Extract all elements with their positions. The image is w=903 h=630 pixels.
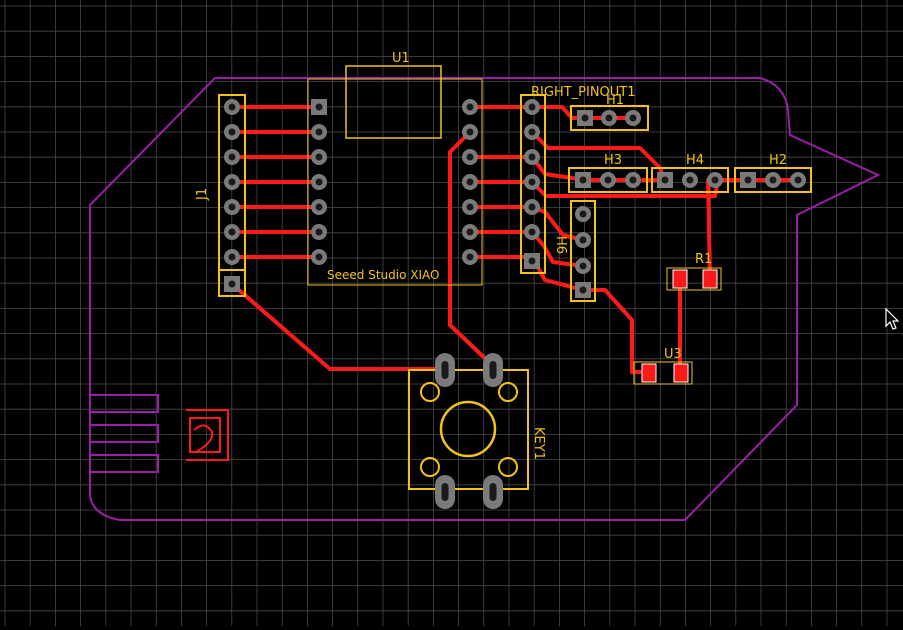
label-key1: KEY1 [531,427,546,460]
pad-hole [528,228,536,236]
h2-outline [734,167,812,193]
label-xiao: Seeed Studio XIAO [327,268,439,282]
pad-hole [466,228,474,236]
pad-hole [528,257,536,265]
pad-hole [711,176,719,184]
label-r1: R1 [695,252,712,267]
pad-slot [489,361,497,379]
label-h4: H4 [686,153,704,168]
label-h1: H1 [606,93,624,108]
board-outline [89,77,881,521]
antenna-fingers [90,394,159,473]
h1-outline [570,105,649,131]
u1-usb-outline [345,65,442,139]
pad-hole [579,236,587,244]
logo-mark-icon [186,409,229,461]
pad-hole [605,114,613,122]
pad-hole [579,210,587,218]
h3-outline [568,167,648,193]
cursor-arrow-icon [885,307,900,330]
pad-hole [581,114,589,122]
pad-hole [528,153,536,161]
pad-hole [466,103,474,111]
key1-button-circle [439,400,497,458]
pad-slot [441,361,449,379]
pad-hole [579,286,587,294]
pad-hole [466,203,474,211]
u3-outline [633,361,693,385]
pad-hole [466,153,474,161]
pad-hole [315,253,323,261]
pad-hole [579,176,587,184]
pad-hole [579,262,587,270]
pad-hole [661,176,669,184]
pad-hole [686,176,694,184]
pad-hole [315,153,323,161]
pad-hole [228,103,236,111]
pad-hole [769,176,777,184]
smd-pads [641,269,718,383]
pad-hole [228,153,236,161]
pad-hole [228,128,236,136]
silkscreen [218,65,812,490]
right-pinout-outline [520,94,546,274]
key1-outline [408,369,529,490]
pad-hole [466,253,474,261]
pad-hole [629,176,637,184]
pad-hole [528,128,536,136]
pad-hole [315,128,323,136]
pad-hole [315,103,323,111]
pad-hole [528,178,536,186]
pad-hole [228,253,236,261]
pad-hole [604,176,612,184]
pad-hole [629,114,637,122]
label-h6: H6 [553,236,568,254]
label-h2: H2 [769,153,787,168]
pad-hole [466,178,474,186]
label-right-pinout: RIGHT_PINOUT1 [531,85,636,100]
labels: U1 Seeed Studio XIAO RIGHT_PINOUT1 H1 H3… [195,51,787,460]
pad-hole [228,228,236,236]
r1-outline [666,267,722,291]
pad-hole [228,178,236,186]
label-u1: U1 [392,51,410,66]
pad-hole [744,176,752,184]
pad-hole [528,103,536,111]
pad-hole [315,178,323,186]
pad-hole [315,203,323,211]
h4-outline [651,167,729,193]
label-h3: H3 [604,153,622,168]
pad-hole [315,228,323,236]
h6-outline [570,200,596,302]
u1-outline [307,78,483,286]
label-u3: U3 [664,347,682,362]
pad-hole [228,280,236,288]
pad-slot [489,483,497,501]
pad-hole [794,176,802,184]
pads [224,99,806,509]
pad-hole [228,203,236,211]
pad-hole [528,203,536,211]
pad-hole [466,128,474,136]
label-j1: J1 [195,188,210,201]
j1-outline [218,94,246,297]
pad-slot [441,483,449,501]
